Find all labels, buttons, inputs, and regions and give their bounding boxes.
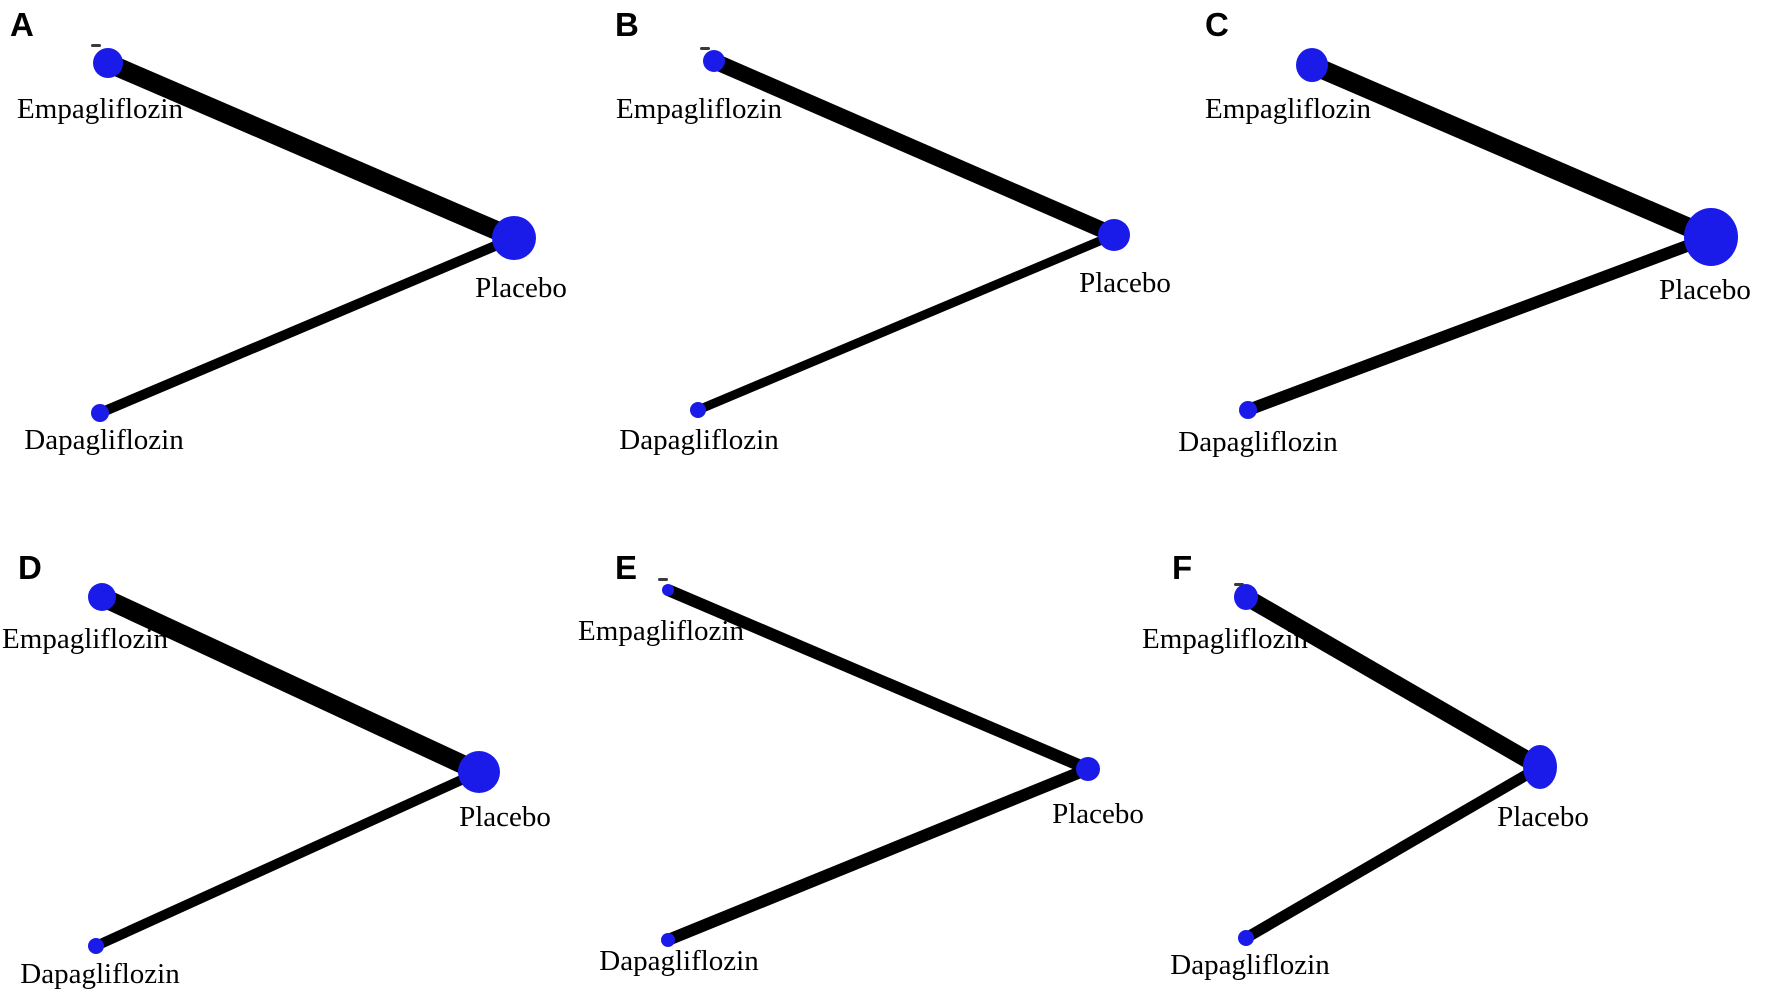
node-placebo [1684, 208, 1738, 266]
node-dapagliflozin [690, 402, 706, 418]
node-label-empagliflozin: Empagliflozin [17, 93, 183, 126]
tick-mark [700, 47, 710, 50]
node-label-dapagliflozin: Dapagliflozin [24, 424, 184, 457]
panel-e-network [658, 578, 1100, 947]
panel-letter-d: D [18, 549, 42, 586]
node-empagliflozin [662, 584, 674, 596]
edge-empagliflozin-placebo [1241, 589, 1545, 775]
edge-empagliflozin-placebo [710, 53, 1118, 243]
edge-empagliflozin-placebo [104, 54, 518, 247]
node-label-placebo: Placebo [1659, 274, 1751, 307]
node-label-empagliflozin: Empagliflozin [578, 615, 744, 648]
node-label-dapagliflozin: Dapagliflozin [619, 424, 779, 457]
node-label-empagliflozin: Empagliflozin [2, 623, 168, 656]
panel-letter-c: C [1205, 6, 1229, 43]
node-label-dapagliflozin: Dapagliflozin [1170, 949, 1330, 982]
node-empagliflozin [1296, 48, 1328, 82]
edge-dapagliflozin-placebo [1243, 762, 1543, 943]
panel-c-network [1239, 48, 1738, 419]
node-dapagliflozin [661, 933, 675, 947]
edge-dapagliflozin-placebo [93, 767, 482, 951]
panel-letter-b: B [615, 6, 639, 43]
node-placebo [1523, 745, 1557, 789]
edge-empagliflozin-placebo [665, 584, 1091, 775]
node-dapagliflozin [1239, 401, 1257, 419]
node-placebo [492, 216, 536, 260]
node-placebo [1098, 219, 1130, 251]
node-placebo [1076, 757, 1100, 781]
edge-dapagliflozin-placebo [665, 763, 1091, 946]
panel-letter-f: F [1172, 549, 1193, 586]
panel-f-network [1234, 583, 1557, 946]
edge-empagliflozin-placebo [98, 588, 483, 781]
node-empagliflozin [703, 50, 725, 72]
node-placebo [458, 751, 500, 793]
node-label-empagliflozin: Empagliflozin [1205, 93, 1371, 126]
edge-empagliflozin-placebo [1308, 56, 1715, 246]
panel-d-network [88, 583, 500, 954]
edge-dapagliflozin-placebo [1245, 231, 1714, 416]
node-empagliflozin [1234, 584, 1258, 610]
node-empagliflozin [88, 583, 116, 611]
tick-mark [91, 44, 101, 47]
tick-mark [658, 578, 668, 581]
panel-letter-a: A [10, 6, 34, 43]
panel-a-network [91, 44, 536, 422]
node-label-dapagliflozin: Dapagliflozin [599, 945, 759, 978]
node-label-dapagliflozin: Dapagliflozin [20, 958, 180, 991]
node-dapagliflozin [88, 938, 104, 954]
node-label-placebo: Placebo [459, 801, 551, 834]
node-label-dapagliflozin: Dapagliflozin [1178, 426, 1338, 459]
panel-letter-e: E [615, 549, 638, 586]
node-empagliflozin [93, 48, 123, 78]
node-label-placebo: Placebo [1052, 798, 1144, 831]
node-dapagliflozin [91, 404, 109, 422]
node-label-placebo: Placebo [1079, 267, 1171, 300]
node-label-empagliflozin: Empagliflozin [1142, 623, 1308, 656]
node-label-placebo: Placebo [1497, 801, 1589, 834]
node-label-empagliflozin: Empagliflozin [616, 93, 782, 126]
node-dapagliflozin [1238, 930, 1254, 946]
edge-dapagliflozin-placebo [98, 233, 516, 418]
node-label-placebo: Placebo [475, 272, 567, 305]
edge-dapagliflozin-placebo [696, 230, 1116, 415]
panel-b-network [690, 47, 1130, 418]
